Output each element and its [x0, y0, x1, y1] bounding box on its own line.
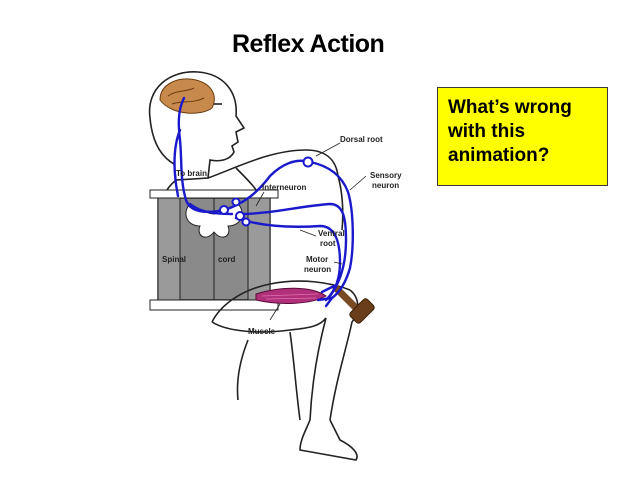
dorsal-root-label: Dorsal root	[340, 135, 383, 144]
neuron-cell-bodies	[219, 156, 314, 227]
callout-line-2: with this	[448, 121, 526, 142]
sensory-neuron-label-line2: neuron	[372, 181, 399, 190]
sensory-neuron-label-line1: Sensory	[370, 171, 402, 180]
callout-line-1: What’s wrong	[448, 97, 572, 118]
interneuron-label: Interneuron	[262, 183, 307, 192]
label-leaders	[255, 142, 367, 321]
motor-neuron-label-line2: neuron	[304, 265, 331, 274]
spinal-cord-section	[149, 189, 279, 311]
to-brain-label: To brain	[176, 169, 207, 178]
reflex-hammer	[332, 284, 375, 324]
spinal-label: Spinal	[162, 255, 186, 264]
motor-neuron-label-line1: Motor	[306, 255, 328, 264]
slide-title: Reflex Action	[232, 30, 385, 58]
callout-line-3: animation?	[448, 145, 550, 166]
question-callout: What’s wrong with this animation?	[437, 87, 608, 186]
brain	[159, 78, 215, 114]
muscle	[255, 287, 327, 304]
ventral-root-label-line1: Ventral	[318, 229, 345, 238]
nerve-pathways	[173, 96, 354, 308]
leg-outline	[211, 280, 359, 461]
muscle-label: Muscle	[248, 327, 276, 336]
ventral-root-label-line2: root	[320, 239, 336, 248]
cord-label: cord	[218, 255, 235, 264]
